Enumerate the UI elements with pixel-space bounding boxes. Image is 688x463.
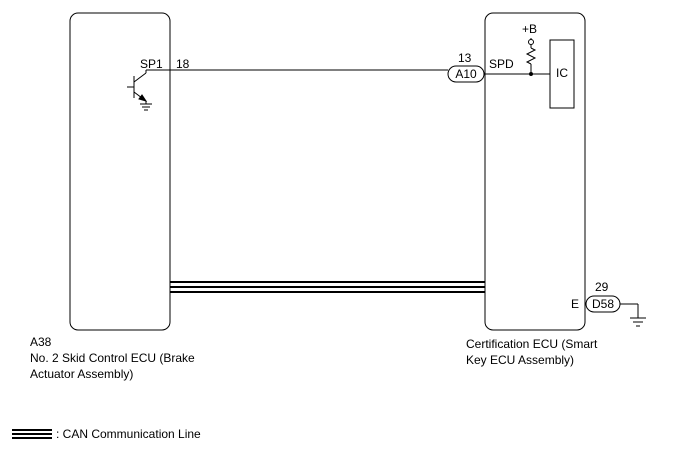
ground-terminal-name: E (571, 297, 580, 311)
supply-label: +B (522, 22, 538, 36)
legend-label: : CAN Communication Line (56, 427, 201, 441)
right-terminal-name: SPD (489, 57, 514, 71)
left-ecu-box (69, 12, 171, 331)
connector-a10-label: A10 (455, 67, 477, 81)
ground-icon (140, 103, 152, 111)
chassis-ground-icon (630, 317, 646, 327)
ic-label: IC (556, 66, 568, 80)
connector-a10 (447, 65, 485, 83)
ic-block (549, 39, 575, 109)
right-ecu-box (484, 12, 586, 331)
can-bus-lines (170, 281, 485, 293)
left-terminal-name: SP1 (140, 57, 163, 71)
left-ecu-name-line1: No. 2 Skid Control ECU (Brake (30, 351, 195, 365)
legend-can-symbol (12, 429, 52, 439)
right-ecu-name-line1: Certification ECU (Smart (466, 337, 598, 351)
ground-pin-number: 29 (595, 280, 609, 294)
left-pin-number: 18 (176, 57, 190, 71)
supply-terminal (528, 39, 534, 45)
transistor-icon (127, 70, 148, 104)
left-ecu-code: A38 (30, 335, 52, 349)
right-ecu-name-line2: Key ECU Assembly) (466, 353, 575, 367)
left-ecu-name-line2: Actuator Assembly) (30, 367, 134, 381)
right-pin-number: 13 (458, 51, 472, 65)
connector-d58-label: D58 (592, 297, 614, 311)
